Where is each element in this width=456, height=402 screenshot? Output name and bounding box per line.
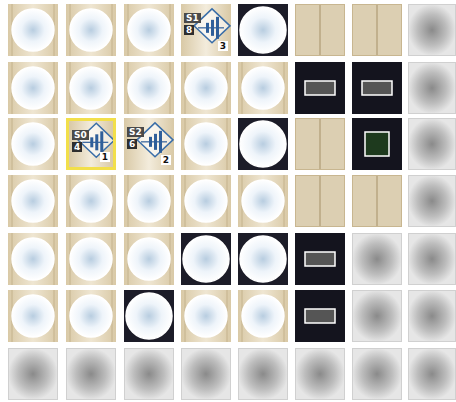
grid-cell <box>181 348 231 400</box>
grid-cell <box>408 233 456 285</box>
agent-load: 8 <box>184 25 194 35</box>
grid-cell <box>238 118 288 170</box>
grid-cell <box>238 62 288 114</box>
grid-cell <box>295 62 345 114</box>
grid-cell <box>352 233 402 285</box>
grid-cell <box>8 118 58 170</box>
grid-cell <box>124 62 174 114</box>
grid-cell <box>352 4 402 56</box>
grid-cell <box>124 290 174 342</box>
grid-cell <box>352 175 402 227</box>
grid-cell <box>295 4 345 56</box>
grid-cell <box>8 290 58 342</box>
grid-cell <box>408 175 456 227</box>
grid-cell <box>66 290 116 342</box>
grid-cell <box>295 175 345 227</box>
grid-cell <box>238 233 288 285</box>
grid-cell <box>66 233 116 285</box>
grid-cell <box>124 118 174 170</box>
grid-cell <box>408 4 456 56</box>
agent-step: 1 <box>100 152 110 162</box>
grid-cell <box>8 175 58 227</box>
agent-load: 6 <box>127 139 137 149</box>
grid-cell <box>295 290 345 342</box>
grid-cell <box>124 175 174 227</box>
agent-step: 2 <box>161 155 171 165</box>
agent-robot: S1 8 3 <box>181 4 231 56</box>
grid-cell <box>408 62 456 114</box>
grid-cell <box>66 118 116 170</box>
grid-cell <box>8 4 58 56</box>
grid-cell <box>181 233 231 285</box>
agent-load: 4 <box>72 142 82 152</box>
grid-cell <box>181 118 231 170</box>
grid-cell <box>8 348 58 400</box>
grid-cell <box>181 290 231 342</box>
grid-cell <box>408 118 456 170</box>
grid-cell <box>238 348 288 400</box>
grid-cell <box>8 233 58 285</box>
agent-id: S0 <box>72 130 89 140</box>
grid-cell <box>181 175 231 227</box>
grid-cell <box>352 348 402 400</box>
grid-cell <box>295 233 345 285</box>
agent-id: S1 <box>184 13 201 23</box>
grid-cell <box>295 348 345 400</box>
agent-robot: S0 4 1 <box>66 118 116 170</box>
grid-cell <box>408 290 456 342</box>
grid-cell <box>124 348 174 400</box>
grid-cell <box>181 4 231 56</box>
grid-cell <box>181 62 231 114</box>
grid-cell <box>352 118 402 170</box>
grid-cell <box>8 62 58 114</box>
grid-cell <box>295 118 345 170</box>
agent-step: 3 <box>218 41 228 51</box>
agent-id: S2 <box>127 127 144 137</box>
grid-cell <box>124 4 174 56</box>
grid-cell <box>352 290 402 342</box>
grid-cell <box>66 348 116 400</box>
grid-cell <box>66 62 116 114</box>
agent-robot: S2 6 2 <box>124 118 174 170</box>
grid-cell <box>238 175 288 227</box>
grid-cell <box>238 4 288 56</box>
grid-cell <box>124 233 174 285</box>
grid-cell <box>66 175 116 227</box>
grid-cell <box>238 290 288 342</box>
grid-cell <box>408 348 456 400</box>
grid-cell <box>352 62 402 114</box>
grid-cell <box>66 4 116 56</box>
